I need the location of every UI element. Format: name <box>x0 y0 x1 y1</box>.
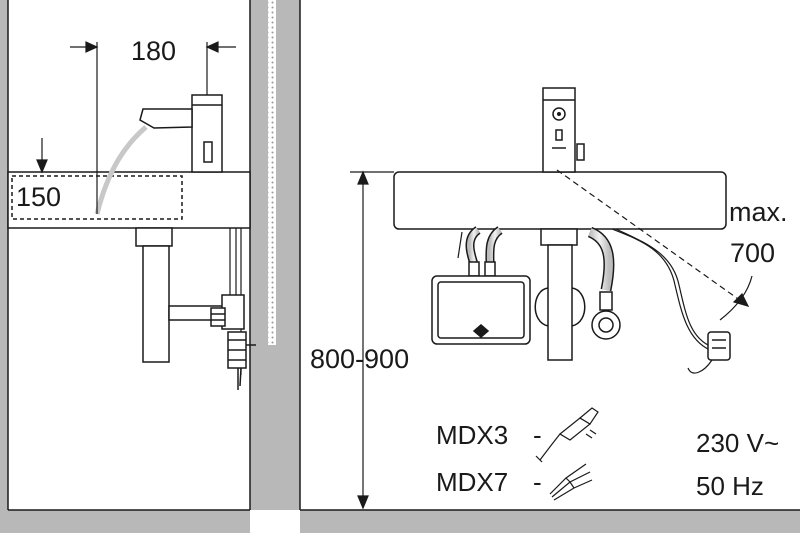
power-plug <box>707 331 731 361</box>
model-mdx7-separator: - <box>533 467 542 497</box>
right-dimensions <box>350 169 753 510</box>
basin-waste <box>135 227 173 247</box>
basin-front <box>393 171 727 230</box>
basin-waste-front <box>540 228 578 246</box>
power-frequency: 50 Hz <box>696 471 764 501</box>
left-side-view <box>7 94 256 390</box>
left-dimensions <box>36 41 236 214</box>
faucet-spout-side <box>139 108 193 129</box>
faucet-lever <box>576 143 585 161</box>
dim-mount-height: 800-900 <box>310 344 409 374</box>
faucet-indicator <box>555 129 563 141</box>
power-voltage: 230 V~ <box>696 428 779 458</box>
water-heater <box>431 275 531 345</box>
faucet-sensor-side <box>203 141 213 163</box>
right-front-view <box>393 87 731 374</box>
plug-cable <box>687 359 713 374</box>
basin-pedestal <box>142 245 170 363</box>
dim-spout-reach: 180 <box>131 36 176 66</box>
valve-knob <box>210 307 226 327</box>
bare-wires-icon <box>549 463 593 501</box>
faucet-cable <box>611 228 711 351</box>
dim-spout-height: 150 <box>16 182 61 212</box>
water-stream <box>94 125 148 215</box>
model-mdx3-label: MDX3 <box>436 420 508 450</box>
heater-logo-diamond <box>472 324 490 338</box>
floor-right <box>300 510 800 533</box>
dim-cable-max-value: 700 <box>730 238 775 268</box>
siphon-trap <box>534 287 549 327</box>
wall-cavity-dotted <box>268 0 276 345</box>
left-wall-strip <box>0 0 8 510</box>
model-mdx3-separator: - <box>533 420 542 450</box>
dim-cable-max-label: max. <box>729 197 788 227</box>
floor-left <box>0 510 250 533</box>
basin-pedestal-front <box>547 244 573 361</box>
plug-connector-icon <box>535 407 599 463</box>
model-mdx7-label: MDX7 <box>436 467 508 497</box>
